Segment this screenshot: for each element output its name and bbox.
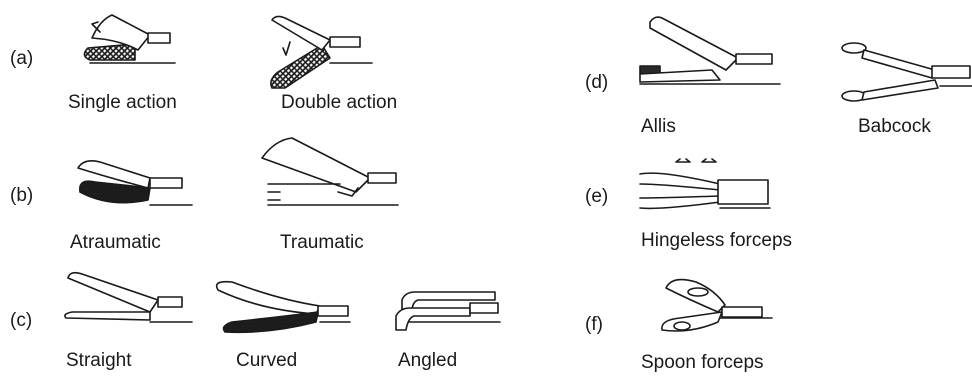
row-tag-c: (c)	[10, 310, 32, 332]
caption-double-action: Double action	[281, 92, 397, 114]
angled-forceps	[396, 292, 500, 330]
caption-traumatic: Traumatic	[280, 232, 364, 254]
row-tag-d: (d)	[585, 72, 608, 94]
caption-atraumatic: Atraumatic	[70, 232, 161, 254]
traumatic-forceps	[262, 138, 398, 205]
double-action-forceps	[271, 16, 372, 88]
caption-babcock: Babcock	[858, 116, 931, 138]
row-tag-a: (a)	[10, 48, 33, 70]
babcock-forceps	[842, 43, 972, 101]
straight-forceps	[65, 273, 192, 322]
single-action-forceps	[84, 15, 175, 63]
caption-angled: Angled	[398, 350, 457, 372]
row-tag-e: (e)	[585, 186, 608, 208]
caption-straight: Straight	[66, 350, 131, 372]
caption-hingeless-forceps: Hingeless forceps	[641, 230, 792, 252]
caption-spoon-forceps: Spoon forceps	[641, 352, 764, 374]
curved-forceps	[217, 282, 350, 333]
row-tag-f: (f)	[585, 314, 603, 336]
spoon-forceps	[662, 280, 772, 331]
caption-single-action: Single action	[68, 92, 177, 114]
caption-allis: Allis	[641, 116, 676, 138]
row-tag-b: (b)	[10, 185, 33, 207]
atraumatic-forceps	[78, 161, 192, 205]
allis-forceps	[640, 17, 780, 84]
hingeless-forceps	[640, 159, 770, 208]
caption-curved: Curved	[236, 350, 297, 372]
